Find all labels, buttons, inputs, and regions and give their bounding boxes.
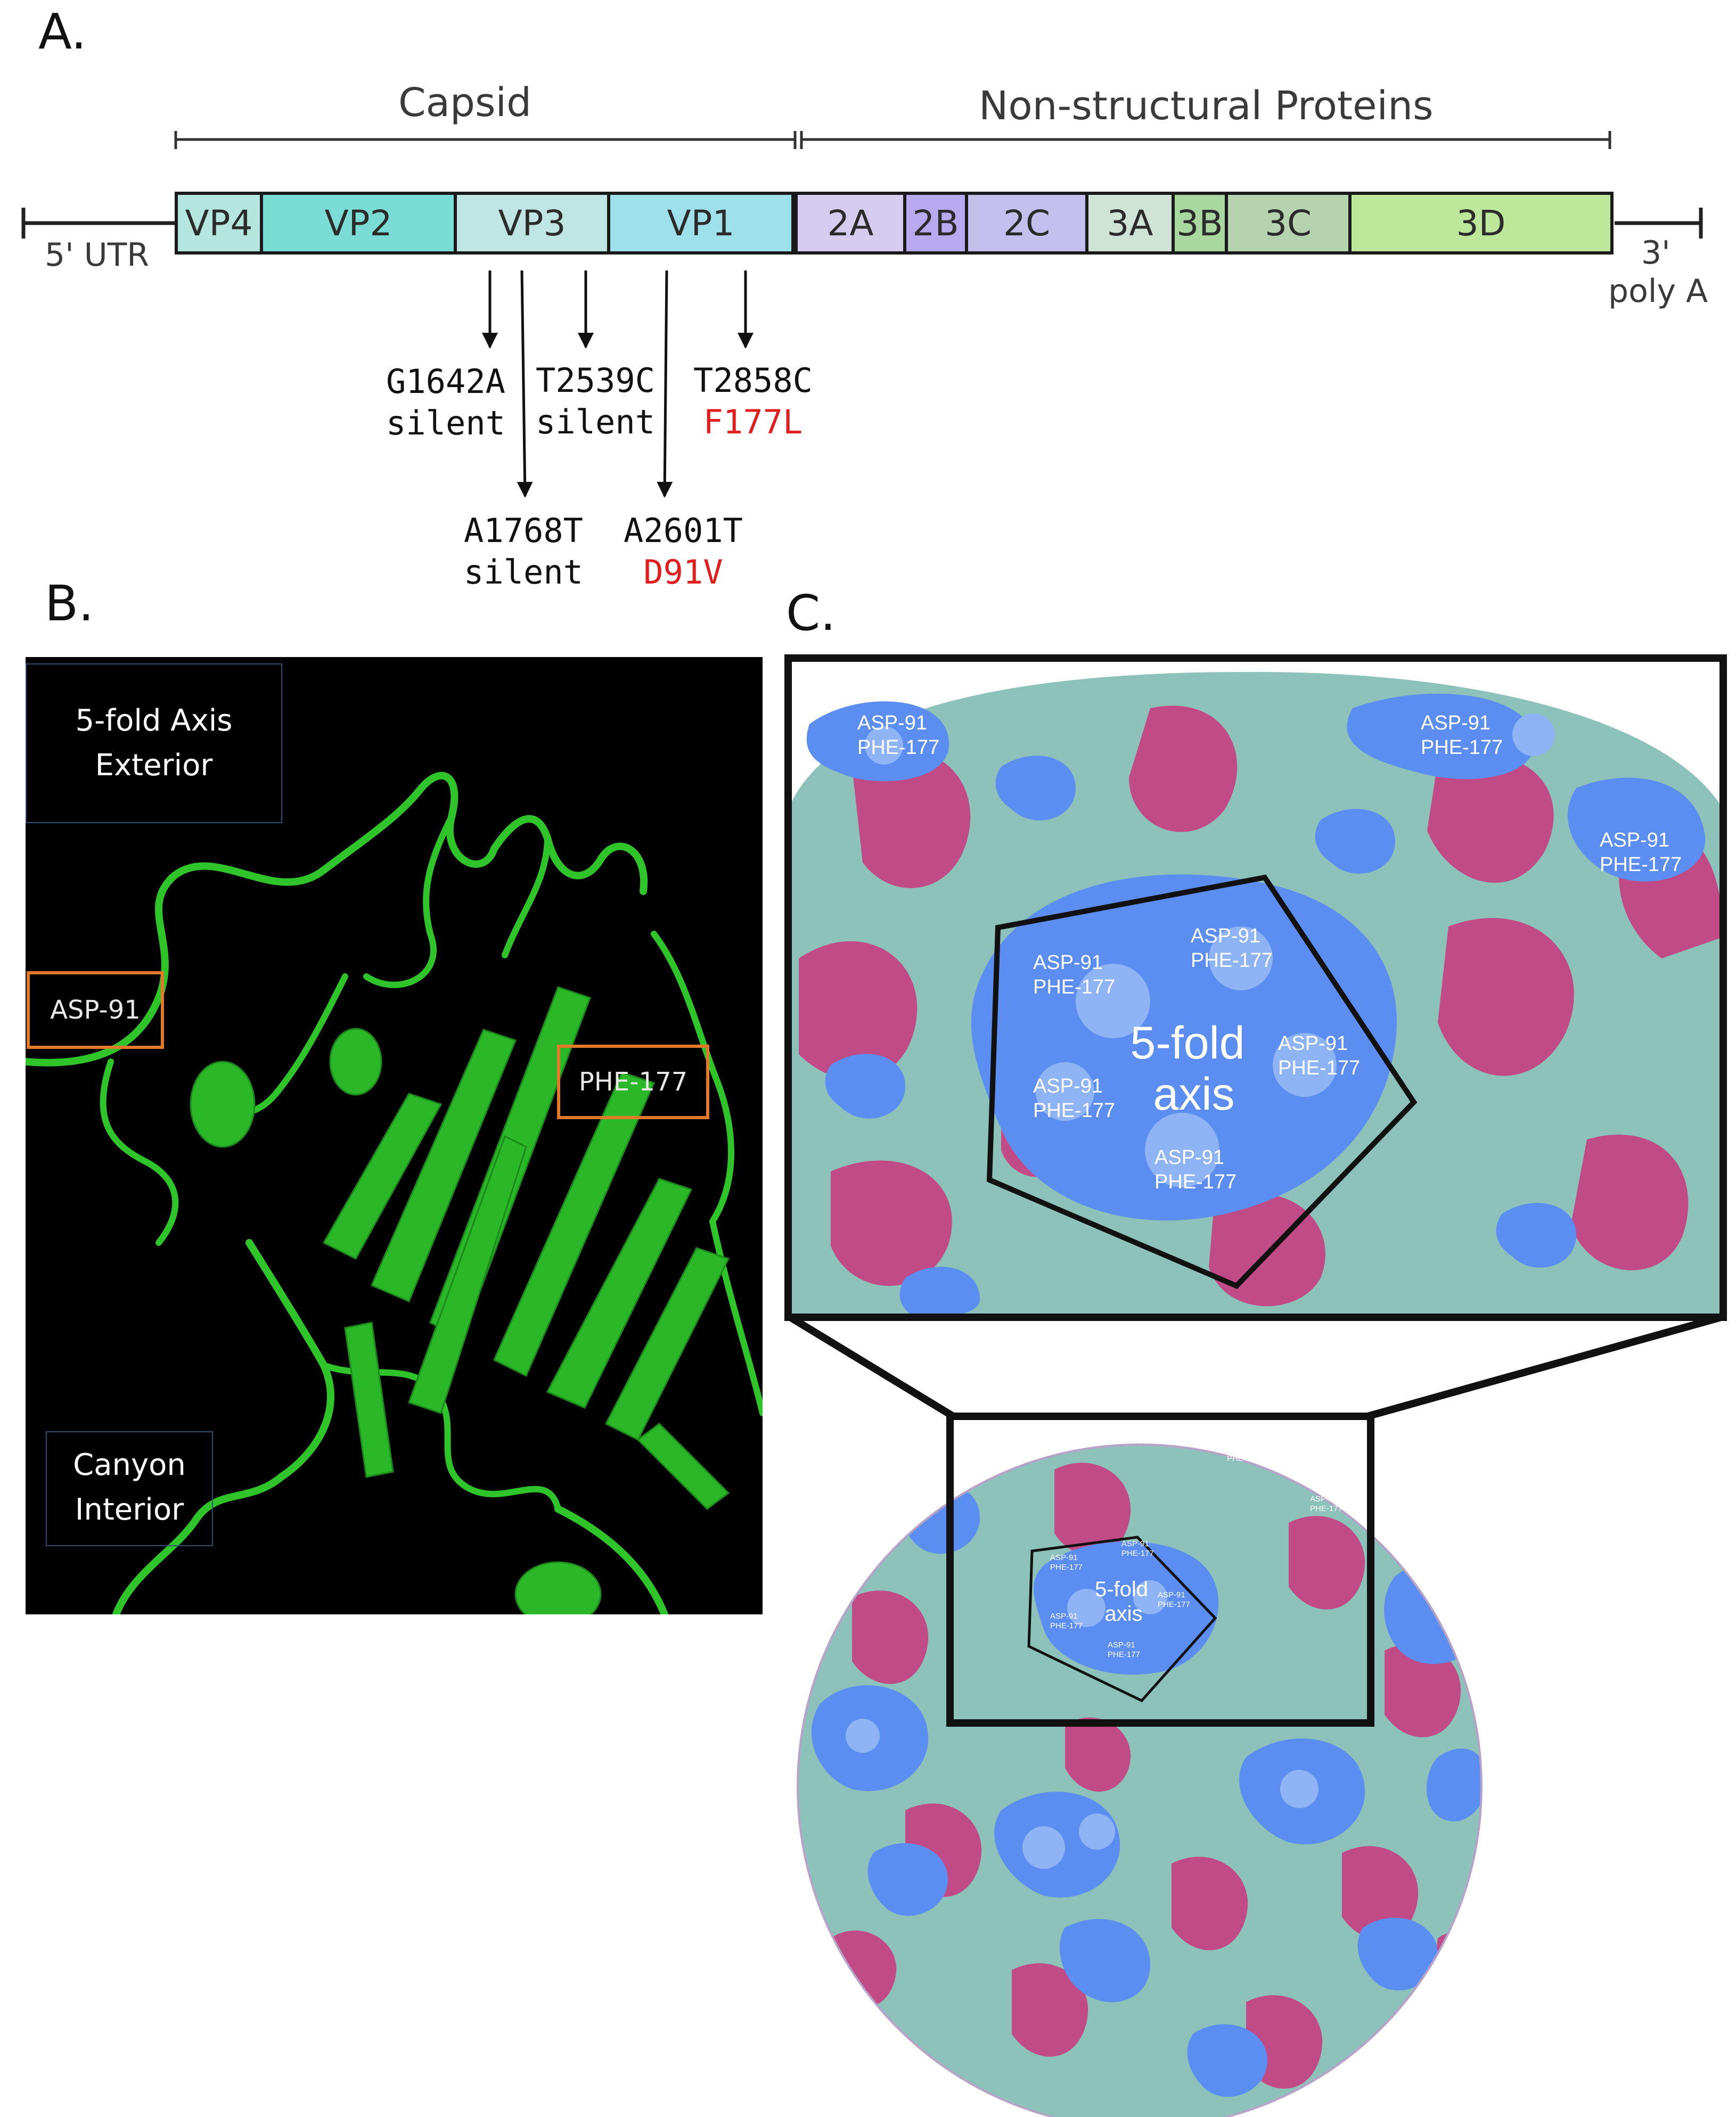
svg-text:PHE-177: PHE-177 xyxy=(1108,1650,1140,1659)
svg-text:ASP-91: ASP-91 xyxy=(1033,951,1103,974)
svg-text:ASP-91: ASP-91 xyxy=(1108,1640,1135,1650)
segment-3a: 3A xyxy=(1085,192,1175,255)
svg-text:PHE-177: PHE-177 xyxy=(1121,1549,1154,1558)
svg-text:ASP-91: ASP-91 xyxy=(887,1501,915,1510)
svg-text:PHE-177: PHE-177 xyxy=(1278,1057,1360,1079)
svg-text:PHE-177: PHE-177 xyxy=(1191,949,1273,972)
genome-brackets xyxy=(21,131,1703,498)
svg-text:PHE-177: PHE-177 xyxy=(1158,1600,1190,1609)
segment-3d: 3D xyxy=(1348,192,1614,255)
svg-text:ASP-91: ASP-91 xyxy=(1421,712,1491,734)
svg-text:ASP-91: ASP-91 xyxy=(1050,1553,1078,1562)
nonstructural-header: Non-structural Proteins xyxy=(979,83,1434,129)
svg-text:PHE-177: PHE-177 xyxy=(1421,736,1503,759)
five-fold-axis-title-sphere-2: axis xyxy=(1104,1602,1142,1626)
zoom-residue-labels: ASP-91 PHE-177 ASP-91 PHE-177 ASP-91 PHE… xyxy=(857,712,1682,1193)
svg-text:ASP-91: ASP-91 xyxy=(1050,1612,1078,1621)
protein-structure-panel: 5-fold Axis Exterior Canyon Interior ASP… xyxy=(26,657,763,1614)
segment-3b: 3B xyxy=(1172,192,1228,255)
svg-text:ASP-91: ASP-91 xyxy=(1310,1495,1338,1504)
svg-text:ASP-91: ASP-91 xyxy=(1600,829,1669,851)
svg-text:ASP-91: ASP-91 xyxy=(1033,1075,1103,1097)
utr5-label: 5' UTR xyxy=(45,236,149,274)
svg-text:ASP-91: ASP-91 xyxy=(1278,1032,1348,1055)
svg-text:ASP-91: ASP-91 xyxy=(1227,1445,1255,1454)
svg-text:ASP-91: ASP-91 xyxy=(857,712,927,734)
utr3-label-line2: poly A xyxy=(1608,273,1708,310)
capsid-header: Capsid xyxy=(398,80,532,126)
segment-2a: 2A xyxy=(795,192,906,255)
segment-vp2: VP2 xyxy=(260,192,457,255)
svg-text:PHE-177: PHE-177 xyxy=(1227,1454,1259,1463)
five-fold-pentagon-zoom xyxy=(986,874,1418,1289)
svg-text:ASP-91: ASP-91 xyxy=(1154,1146,1224,1169)
segment-2b: 2B xyxy=(903,192,968,255)
segment-vp3: VP3 xyxy=(454,192,610,255)
panel-a-label: A. xyxy=(38,3,87,60)
asp91-residue-box: ASP-91 xyxy=(27,971,164,1049)
segment-2c: 2C xyxy=(965,192,1088,255)
segment-3c: 3C xyxy=(1225,192,1352,255)
svg-text:PHE-177: PHE-177 xyxy=(1033,976,1115,998)
zoom-inset-frame xyxy=(784,654,1727,1321)
interior-label-box: Canyon Interior xyxy=(46,1431,213,1546)
panel-c-label: C. xyxy=(786,585,836,642)
panel-b-label: B. xyxy=(45,575,94,632)
five-fold-axis-title-sphere: 5-fold xyxy=(1095,1578,1148,1601)
svg-text:PHE-177: PHE-177 xyxy=(1310,1504,1342,1513)
svg-text:PHE-177: PHE-177 xyxy=(1050,1563,1083,1572)
sphere-residue-labels: ASP-91 PHE-177 ASP-91 PHE-177 ASP-91 PHE… xyxy=(887,1445,1342,1659)
five-fold-pentagon-sphere xyxy=(1027,1536,1217,1703)
svg-text:PHE-177: PHE-177 xyxy=(857,736,939,759)
svg-text:PHE-177: PHE-177 xyxy=(972,1454,1005,1463)
five-fold-axis-title-zoom: 5-fold xyxy=(1130,1018,1244,1069)
vp1-ribbon-structure xyxy=(26,772,763,1614)
svg-text:ASP-91: ASP-91 xyxy=(1191,925,1260,947)
phe177-residue-box: PHE-177 xyxy=(557,1045,709,1119)
sphere-zoom-region-frame xyxy=(946,1413,1374,1727)
svg-text:PHE-177: PHE-177 xyxy=(1050,1621,1083,1630)
svg-text:ASP-91: ASP-91 xyxy=(1121,1539,1149,1548)
svg-text:PHE-177: PHE-177 xyxy=(1600,854,1682,876)
svg-text:ASP-91: ASP-91 xyxy=(972,1445,1000,1454)
five-fold-axis-title-zoom-2: axis xyxy=(1153,1069,1235,1120)
svg-text:PHE-177: PHE-177 xyxy=(887,1511,920,1520)
svg-text:PHE-177: PHE-177 xyxy=(1033,1099,1115,1122)
segment-vp1: VP1 xyxy=(607,192,795,255)
svg-text:PHE-177: PHE-177 xyxy=(1154,1171,1237,1193)
utr3-label-line1: 3' xyxy=(1641,234,1671,272)
exterior-label-box: 5-fold Axis Exterior xyxy=(26,663,282,823)
svg-text:ASP-91: ASP-91 xyxy=(1158,1590,1185,1599)
